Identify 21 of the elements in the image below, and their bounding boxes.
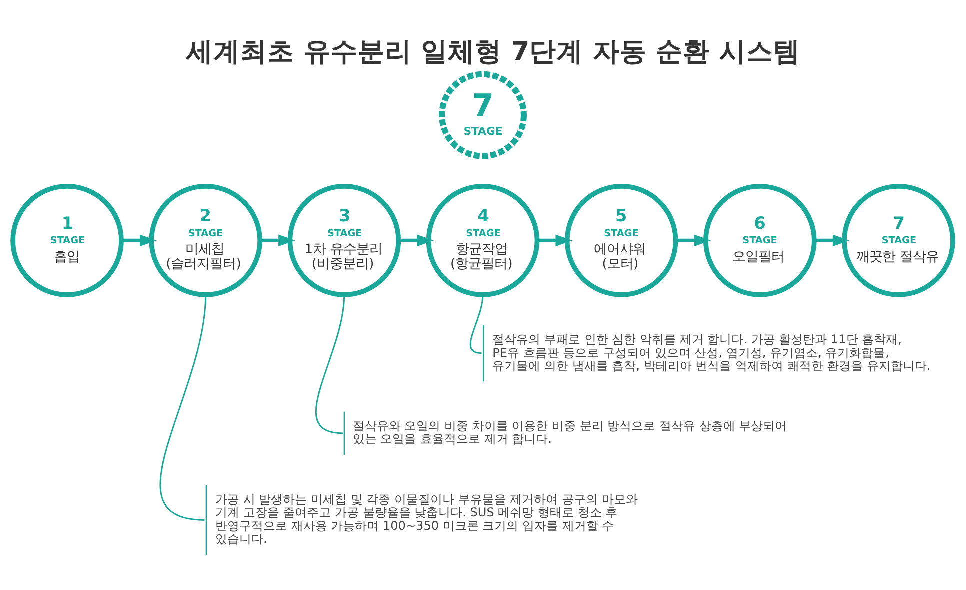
node-circle: 1 STAGE 흡입 bbox=[10, 184, 124, 297]
connector bbox=[160, 294, 207, 520]
node-text: 절삭유의 부패로 인한 심한 악취를 제거 합니다. 가공 활성탄과 11단 흡착재, PE유 흐름판 등으로 구성되어 있으며 산성, 염기성, 유기염소, 유기화합물, 유기물에 의한 냄새를 흡착, 박테리아 번식을 억제하여 쾌적한 환경을 유지합니다. bbox=[492, 332, 931, 373]
node-circle: 2 STAGE 미세칩 (슬러지필터) bbox=[149, 184, 262, 297]
node-circle: 3 STAGE 1차 유수분리 (비중분리) bbox=[288, 184, 402, 297]
connector bbox=[315, 294, 346, 434]
node-text: 절삭유와 오일의 비중 차이를 이용한 비중 분리 방식으로 절삭유 상층에 부상되어 있는 오일을 효율적으로 제거 합니다. bbox=[352, 418, 788, 446]
arrow bbox=[814, 234, 850, 246]
arrow bbox=[399, 234, 434, 246]
arrow bbox=[122, 234, 157, 246]
arrow bbox=[538, 234, 573, 246]
arrow bbox=[676, 234, 712, 246]
diagram-title: 세계최초 유수분리 일체형 7단계 자동 순환 시스템 bbox=[186, 36, 800, 68]
connector bbox=[470, 294, 484, 354]
node-circle: 4 STAGE 항균작업 (항균필터) bbox=[426, 184, 540, 297]
node-circle: 7 STAGE 깨끗한 절삭유 bbox=[842, 184, 956, 297]
node-circle: 5 STAGE 에어샤워 (모터) bbox=[564, 184, 678, 297]
node-text: 가공 시 발생하는 미세칩 및 각종 이물질이나 부유물을 제거하여 공구의 마모와 기계 고장을 줄여주고 가공 불량율을 낮춥니다. SUS 메쉬망 형태로 청소 후 반영구적으로 재사용 가능하며 100~350 미크론 크기의 입자를 제거할 수 있습니다. bbox=[215, 492, 638, 546]
node-circle: 6 STAGE 오일필터 bbox=[704, 184, 817, 297]
arrow bbox=[260, 234, 296, 246]
node-circle: 7 STAGE bbox=[439, 70, 527, 159]
